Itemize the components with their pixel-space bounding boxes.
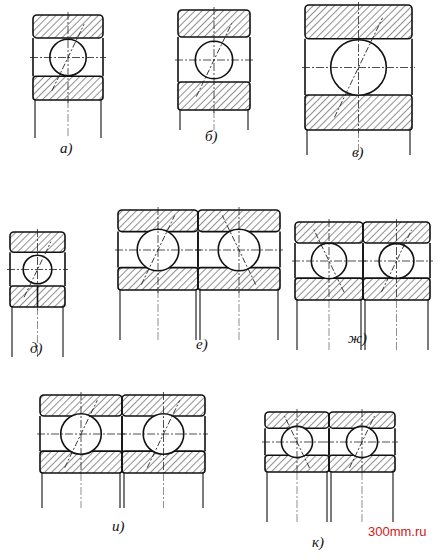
bearing-stroke: [147, 400, 180, 467]
bearing-stroke: [214, 110, 215, 130]
bearing-stroke: [302, 67, 415, 68]
bearing-stroke: [200, 290, 278, 340]
figure-label: д): [30, 340, 43, 357]
bearing-stroke: [358, 2, 359, 133]
bearing-stroke: [120, 290, 196, 340]
bearing-stroke: [35, 100, 101, 138]
figure-label: и): [112, 518, 125, 535]
bearing-stroke: [267, 472, 327, 522]
bearing-stroke: [158, 290, 159, 340]
bearing-stroke: [365, 300, 428, 350]
bearing-stroke: [329, 219, 330, 303]
figure-label: а): [60, 140, 73, 157]
bearing-stroke: [239, 290, 240, 340]
bearing-stroke: [396, 219, 397, 303]
figure-label: в): [352, 144, 364, 161]
bearing-stroke: [10, 286, 65, 307]
bearing-stroke: [52, 24, 84, 90]
figure-label: к): [312, 534, 324, 551]
bearing-stroke: [68, 100, 69, 138]
bearing-stroke: [297, 472, 298, 522]
bearing-stroke: [284, 416, 309, 468]
bearing-stroke: [331, 472, 393, 522]
bearing-stroke: [196, 23, 231, 96]
bearing-stroke: [329, 300, 330, 350]
bearing-stroke: [349, 416, 374, 468]
bearing-stroke: [334, 18, 382, 118]
bearing-stroke: [65, 400, 98, 467]
bearing-stroke: [42, 473, 120, 508]
bearing-stroke: [314, 230, 344, 293]
figure-label: е): [196, 336, 208, 353]
bearing-stroke: [141, 215, 174, 284]
watermark: 300mm.ru: [368, 524, 427, 539]
bearing-stroke: [396, 300, 397, 350]
bearing-stroke: [222, 215, 255, 284]
bearing-stroke: [12, 307, 63, 357]
bearing-stroke: [7, 269, 68, 270]
bearing-stroke: [37, 286, 39, 307]
bearing-stroke: [81, 473, 82, 508]
bearing-stroke: [37, 229, 38, 310]
figure-label: б): [205, 128, 218, 145]
bearing-stroke: [124, 473, 203, 508]
bearing-stroke: [163, 473, 164, 508]
figure-label: ж): [348, 330, 367, 347]
bearing-stroke: [362, 472, 363, 522]
bearing-stroke: [180, 110, 248, 130]
bearing-stroke: [381, 230, 411, 292]
